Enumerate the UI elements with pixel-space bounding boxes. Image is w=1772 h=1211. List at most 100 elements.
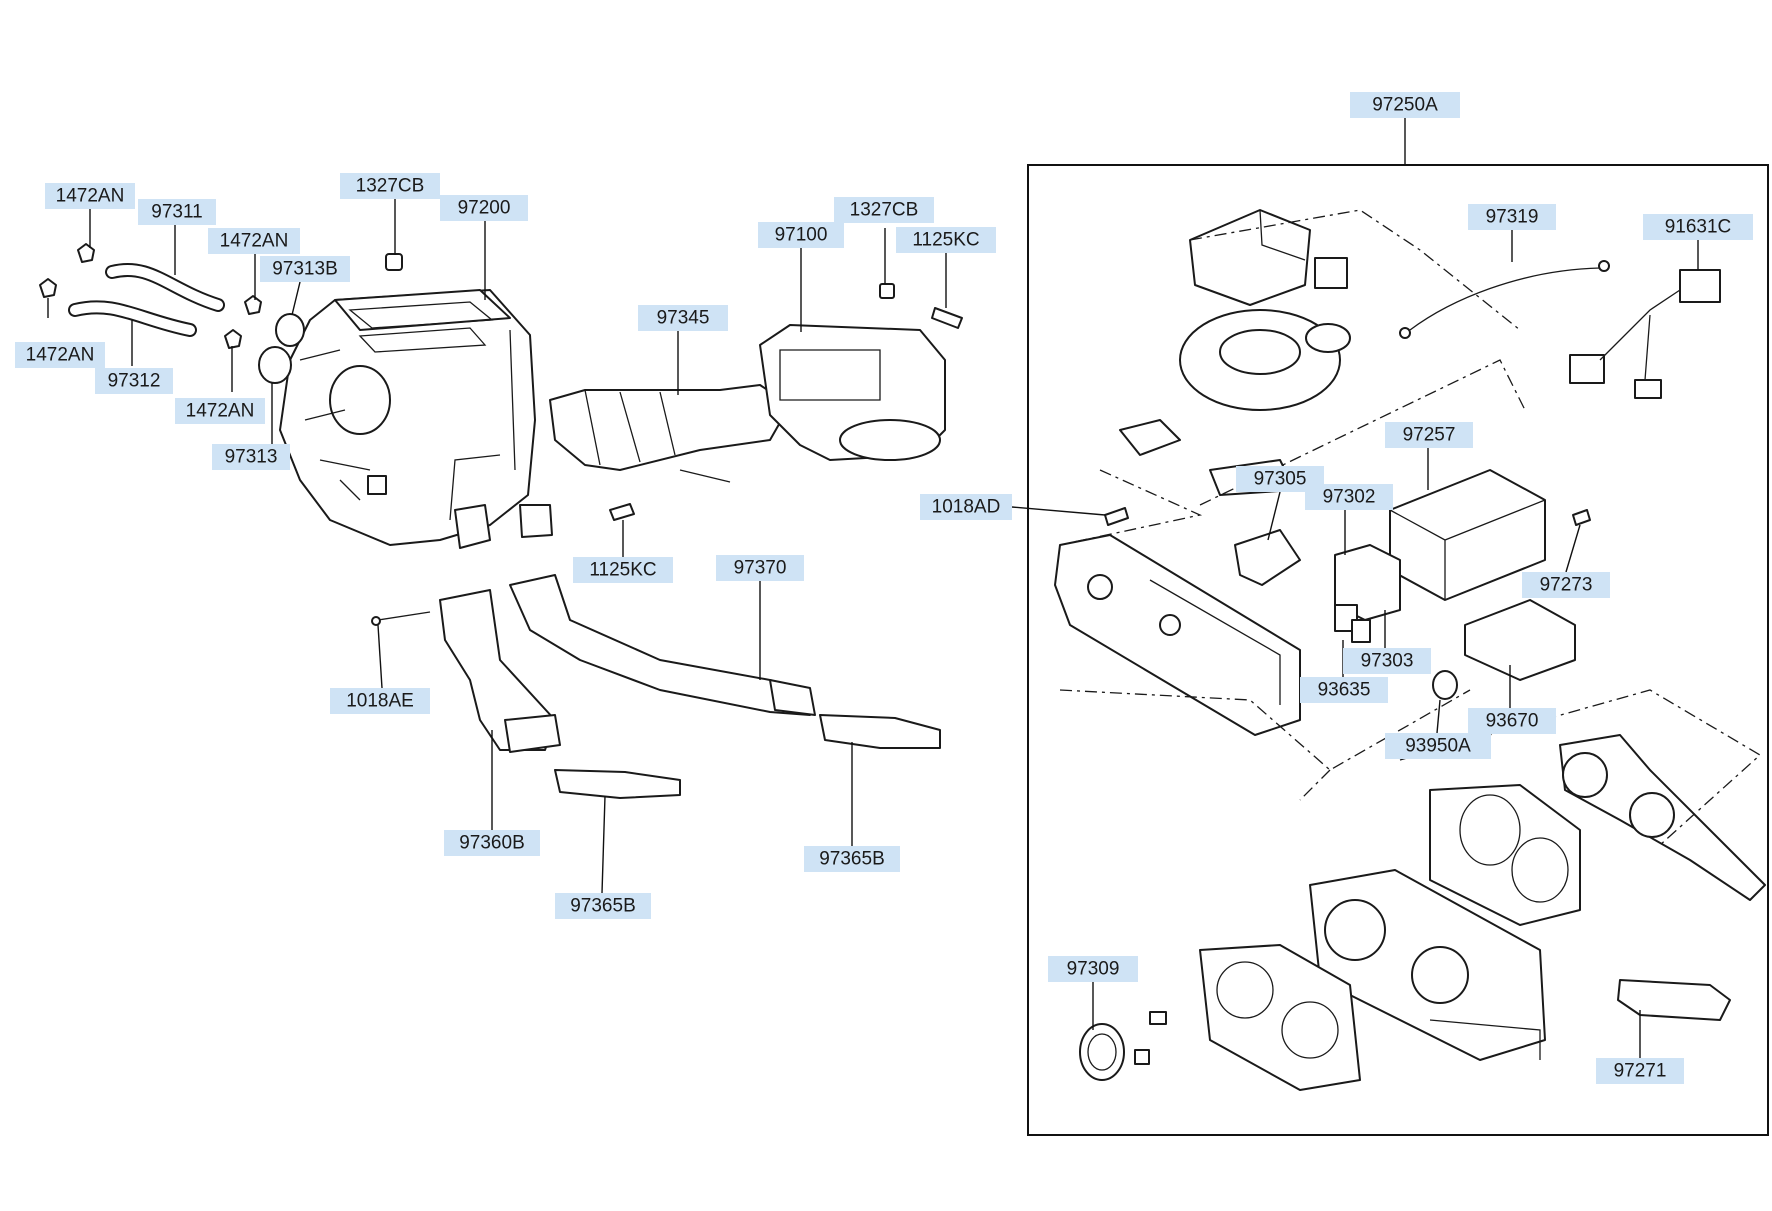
duct-97345[interactable]: [549, 384, 791, 471]
svg-text:93950A: 93950A: [1405, 736, 1471, 757]
resistor-93670[interactable]: [1464, 599, 1576, 681]
svg-text:97302: 97302: [1323, 487, 1376, 508]
svg-text:97312: 97312: [108, 371, 161, 392]
label-97365B-b: 97365B: [804, 846, 900, 872]
svg-text:97271: 97271: [1614, 1061, 1667, 1082]
blower-unit-97100[interactable]: [759, 283, 963, 461]
label-97313: 97313: [212, 444, 290, 470]
label-1327CB-a: 1327CB: [340, 173, 440, 199]
svg-text:93635: 93635: [1318, 680, 1371, 701]
svg-text:97319: 97319: [1486, 207, 1539, 228]
label-97302: 97302: [1305, 484, 1393, 510]
label-97100: 97100: [758, 222, 844, 248]
svg-text:97309: 97309: [1067, 959, 1120, 980]
svg-text:1125KC: 1125KC: [912, 230, 979, 251]
label-97311: 97311: [138, 199, 216, 225]
label-93670: 93670: [1468, 708, 1556, 734]
svg-text:1125KC: 1125KC: [589, 560, 656, 581]
label-91631C: 91631C: [1643, 214, 1753, 240]
svg-text:1472AN: 1472AN: [56, 186, 125, 207]
svg-text:1472AN: 1472AN: [26, 345, 95, 366]
label-97257: 97257: [1385, 422, 1473, 448]
switch-97305[interactable]: [1234, 529, 1301, 586]
control-module-97257[interactable]: [1389, 469, 1546, 601]
label-97360B: 97360B: [444, 830, 540, 856]
screw-1018AD[interactable]: [1104, 507, 1129, 526]
bracket-97271[interactable]: [1617, 979, 1731, 1021]
face-panel: [1309, 869, 1546, 1061]
label-97273: 97273: [1522, 572, 1610, 598]
assembly-guide-lines: [1059, 209, 1762, 846]
label-1125KC-a: 1125KC: [896, 227, 996, 253]
label-97312: 97312: [95, 368, 173, 394]
nut-1327CB[interactable]: [385, 253, 403, 271]
svg-text:97360B: 97360B: [459, 833, 525, 854]
svg-text:97313B: 97313B: [272, 259, 338, 280]
grommet-97313[interactable]: [258, 346, 292, 384]
svg-text:97345: 97345: [657, 308, 710, 329]
svg-text:97273: 97273: [1540, 575, 1593, 596]
dial-bezel-plate: [1429, 784, 1581, 926]
bulb-93635[interactable]: [1351, 619, 1371, 643]
knob-97309[interactable]: [1079, 1011, 1167, 1081]
label-93950A: 93950A: [1385, 733, 1491, 759]
label-97303: 97303: [1343, 648, 1431, 674]
svg-text:97250A: 97250A: [1372, 95, 1438, 116]
lens-plate: [1199, 944, 1361, 1091]
label-97313B: 97313B: [260, 256, 350, 282]
switch-97302-97303[interactable]: [1334, 544, 1401, 632]
cable-97319[interactable]: [1399, 260, 1610, 339]
label-97200: 97200: [440, 195, 528, 221]
label-1472AN-b: 1472AN: [208, 228, 300, 254]
svg-text:1327CB: 1327CB: [850, 200, 919, 221]
svg-text:1472AN: 1472AN: [186, 401, 255, 422]
label-97345: 97345: [638, 305, 728, 331]
label-97250A: 97250A: [1350, 92, 1460, 118]
label-97309: 97309: [1048, 956, 1138, 982]
svg-text:1018AD: 1018AD: [932, 497, 1001, 518]
heater-pipe-97312[interactable]: [68, 300, 197, 337]
actuator-97250A[interactable]: [1189, 209, 1348, 306]
wiring-harness-91631C[interactable]: [1569, 269, 1721, 399]
label-1472AN-c: 1472AN: [15, 342, 105, 368]
lever-assembly: [1559, 734, 1766, 901]
label-97365B-a: 97365B: [555, 893, 651, 919]
svg-text:97365B: 97365B: [570, 896, 636, 917]
label-1472AN-a: 1472AN: [45, 183, 135, 209]
heater-pipe-97311[interactable]: [105, 262, 225, 312]
svg-text:97200: 97200: [458, 198, 511, 219]
heater-unit-97200[interactable]: [279, 289, 553, 549]
label-97319: 97319: [1468, 204, 1556, 230]
svg-text:97100: 97100: [775, 225, 828, 246]
hose-clip-1472AN[interactable]: [39, 243, 262, 349]
svg-text:97365B: 97365B: [819, 849, 885, 870]
label-93635: 93635: [1300, 677, 1388, 703]
duct-97360B[interactable]: [439, 589, 561, 753]
label-1018AE: 1018AE: [330, 688, 430, 714]
screw-1018AE[interactable]: [371, 611, 431, 626]
svg-text:1327CB: 1327CB: [356, 176, 425, 197]
label-1472AN-d: 1472AN: [175, 398, 265, 424]
control-base-panel: [1054, 534, 1301, 736]
label-1125KC-b: 1125KC: [573, 557, 673, 583]
label-97271: 97271: [1596, 1058, 1684, 1084]
label-97370: 97370: [716, 555, 804, 581]
svg-text:97313: 97313: [225, 447, 278, 468]
duct-97370[interactable]: [509, 574, 816, 716]
control-assembly-frame: [1027, 164, 1769, 1136]
label-1327CB-b: 1327CB: [834, 197, 934, 223]
socket-93950A[interactable]: [1432, 670, 1458, 700]
screw-97273[interactable]: [1572, 509, 1591, 526]
grommet-97313B[interactable]: [275, 313, 305, 347]
screw-1125KC[interactable]: [609, 469, 731, 521]
svg-text:97370: 97370: [734, 558, 787, 579]
svg-text:91631C: 91631C: [1665, 217, 1732, 238]
svg-text:97257: 97257: [1403, 425, 1456, 446]
label-1018AD: 1018AD: [920, 494, 1012, 520]
svg-text:1018AE: 1018AE: [346, 691, 414, 712]
svg-text:97311: 97311: [151, 202, 202, 223]
svg-text:1472AN: 1472AN: [220, 231, 289, 252]
svg-text:97305: 97305: [1254, 469, 1307, 490]
vent-duct-97365B[interactable]: [554, 714, 941, 799]
